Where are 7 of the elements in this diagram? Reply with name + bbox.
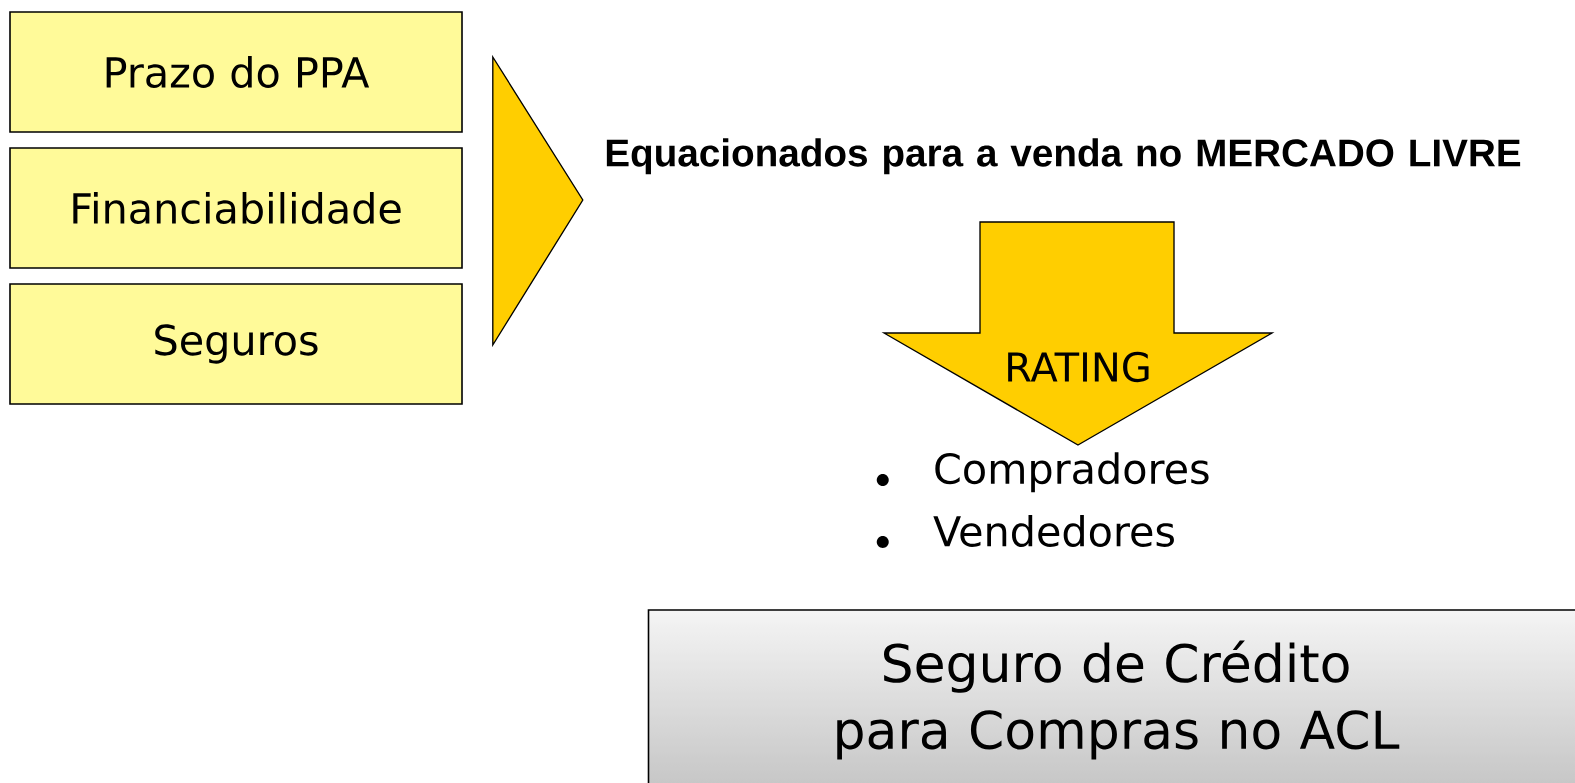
text-box: Seguros <box>9 283 463 405</box>
edge-label: RATING <box>1002 350 1154 384</box>
text-box: Financiabilidade <box>9 147 463 269</box>
text-box: Seguro de Crédito para Compras no ACL <box>647 609 1575 783</box>
heading-text: Equacionados para a venda no MERCADO LIVRE <box>606 138 1521 175</box>
bullet-list: Compradores Vendedores <box>933 452 1209 547</box>
text-box: Prazo do PPA <box>9 11 463 133</box>
